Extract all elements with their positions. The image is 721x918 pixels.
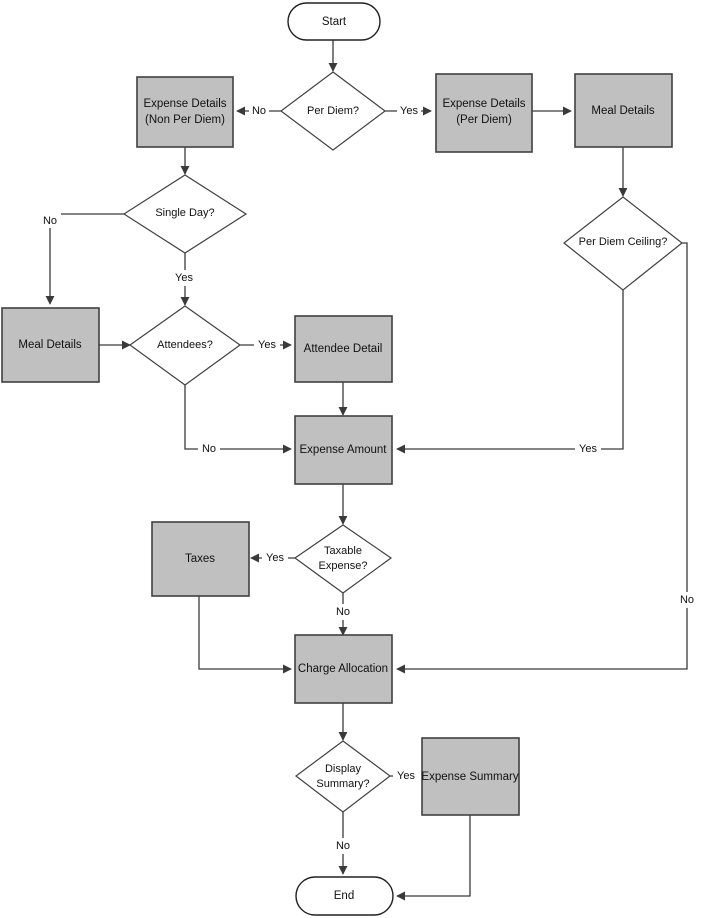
edge-label-bg-attendees-yes xyxy=(254,337,280,353)
node-per-diem-ceiling-decision[interactable]: Per Diem Ceiling? xyxy=(563,196,683,291)
edge-label-bg-summary-yes xyxy=(393,768,419,784)
taxable-expense-shape xyxy=(293,524,393,594)
edge-label-per-diem-no: No xyxy=(252,105,266,117)
expense-details-per-diem-shape xyxy=(435,73,533,153)
edge-label-ceiling-no: No xyxy=(680,594,694,606)
node-taxes[interactable]: Taxes xyxy=(151,521,250,597)
edge-label-summary-yes: Yes xyxy=(397,770,415,782)
expense-summary-shape xyxy=(421,737,520,816)
attendees-shape xyxy=(128,305,242,386)
expense-summary-label: Expense Summary xyxy=(421,771,518,783)
edge-taxes-to-charge-allocation xyxy=(198,596,292,674)
edge-attendees-no xyxy=(184,385,292,454)
edge-label-single-day-no: No xyxy=(43,215,57,227)
node-expense-summary[interactable]: Expense Summary xyxy=(421,737,520,816)
node-charge-allocation[interactable]: Charge Allocation xyxy=(294,634,393,704)
start-label: Start xyxy=(322,16,347,28)
charge-allocation-label: Charge Allocation xyxy=(298,663,388,675)
edge-label-taxable-no: No xyxy=(336,606,350,618)
charge-allocation-shape xyxy=(294,634,393,704)
taxable-expense-label-line1: Taxable xyxy=(324,545,362,557)
node-display-summary-decision[interactable]: Display Summary? xyxy=(295,740,391,813)
edge-expense-summary-to-end xyxy=(396,815,471,901)
attendee-detail-shape xyxy=(294,315,393,383)
attendee-detail-label: Attendee Detail xyxy=(304,343,383,355)
per-diem-label: Per Diem? xyxy=(307,105,359,117)
taxable-expense-label-line2: Expense? xyxy=(319,560,368,572)
meal-details-left-label: Meal Details xyxy=(18,339,82,351)
edge-label-bg-taxable-no xyxy=(332,604,354,620)
expense-details-per-diem-label-line2: (Per Diem) xyxy=(456,114,512,126)
node-expense-amount[interactable]: Expense Amount xyxy=(294,415,393,485)
meal-details-right-label: Meal Details xyxy=(591,105,655,117)
node-taxable-expense-decision[interactable]: Taxable Expense? xyxy=(293,524,393,594)
edge-ceiling-no xyxy=(396,242,688,674)
edge-label-taxable-yes: Yes xyxy=(266,552,284,564)
edge-label-summary-no: No xyxy=(336,840,350,852)
display-summary-label-line1: Display xyxy=(325,763,362,775)
end-label: End xyxy=(334,890,354,902)
node-expense-details-per-diem[interactable]: Expense Details (Per Diem) xyxy=(435,73,533,153)
expense-details-non-per-diem-label-line2: (Non Per Diem) xyxy=(145,114,225,126)
edge-label-bg-per-diem-no xyxy=(249,103,269,119)
display-summary-label-line2: Summary? xyxy=(316,778,369,790)
single-day-label: Single Day? xyxy=(155,207,214,219)
node-expense-details-non-per-diem[interactable]: Expense Details (Non Per Diem) xyxy=(136,76,234,148)
edge-label-bg-taxable-yes xyxy=(262,550,288,566)
node-single-day-decision[interactable]: Single Day? xyxy=(122,174,248,254)
edge-label-bg-single-day-no xyxy=(39,212,61,228)
edge-label-bg-ceiling-yes xyxy=(575,441,601,457)
edge-label-bg-summary-no xyxy=(332,838,354,854)
node-end[interactable]: End xyxy=(295,876,394,916)
node-attendees-decision[interactable]: Attendees? xyxy=(128,305,242,386)
edge-label-ceiling-yes: Yes xyxy=(579,443,597,455)
expense-details-per-diem-label-line1: Expense Details xyxy=(442,98,525,110)
edge-label-bg-single-day-yes xyxy=(171,270,197,286)
node-start[interactable]: Start xyxy=(287,2,381,41)
per-diem-ceiling-label: Per Diem Ceiling? xyxy=(579,236,668,248)
end-shape xyxy=(295,876,394,916)
single-day-shape xyxy=(122,174,248,254)
edge-label-layer: No Yes No Yes Yes No Yes No Yes No Yes N… xyxy=(39,103,698,854)
edge-label-bg-attendees-no xyxy=(198,441,220,457)
expense-details-non-per-diem-label-line1: Expense Details xyxy=(143,98,226,110)
edge-label-attendees-no: No xyxy=(202,443,216,455)
expense-details-non-per-diem-shape xyxy=(136,76,234,148)
node-per-diem-decision[interactable]: Per Diem? xyxy=(280,71,386,151)
per-diem-shape xyxy=(280,71,386,151)
edge-label-bg-per-diem-yes xyxy=(397,103,421,119)
expense-amount-label: Expense Amount xyxy=(300,444,388,456)
edge-single-day-no xyxy=(45,213,124,305)
edge-label-bg-ceiling-no xyxy=(676,592,698,608)
start-shape xyxy=(287,2,381,41)
meal-details-left-shape xyxy=(1,307,100,383)
node-attendee-detail[interactable]: Attendee Detail xyxy=(294,315,393,383)
attendees-label: Attendees? xyxy=(157,339,213,351)
per-diem-ceiling-shape xyxy=(563,196,683,291)
node-meal-details-right[interactable]: Meal Details xyxy=(574,73,673,148)
edge-label-single-day-yes: Yes xyxy=(175,272,193,284)
edge-label-per-diem-yes: Yes xyxy=(400,105,418,117)
taxes-label: Taxes xyxy=(185,553,215,565)
taxes-shape xyxy=(151,521,250,597)
expense-amount-shape xyxy=(294,415,393,485)
display-summary-shape xyxy=(295,740,391,813)
meal-details-right-shape xyxy=(574,73,673,148)
edge-label-attendees-yes: Yes xyxy=(258,339,276,351)
node-meal-details-left[interactable]: Meal Details xyxy=(1,307,100,383)
